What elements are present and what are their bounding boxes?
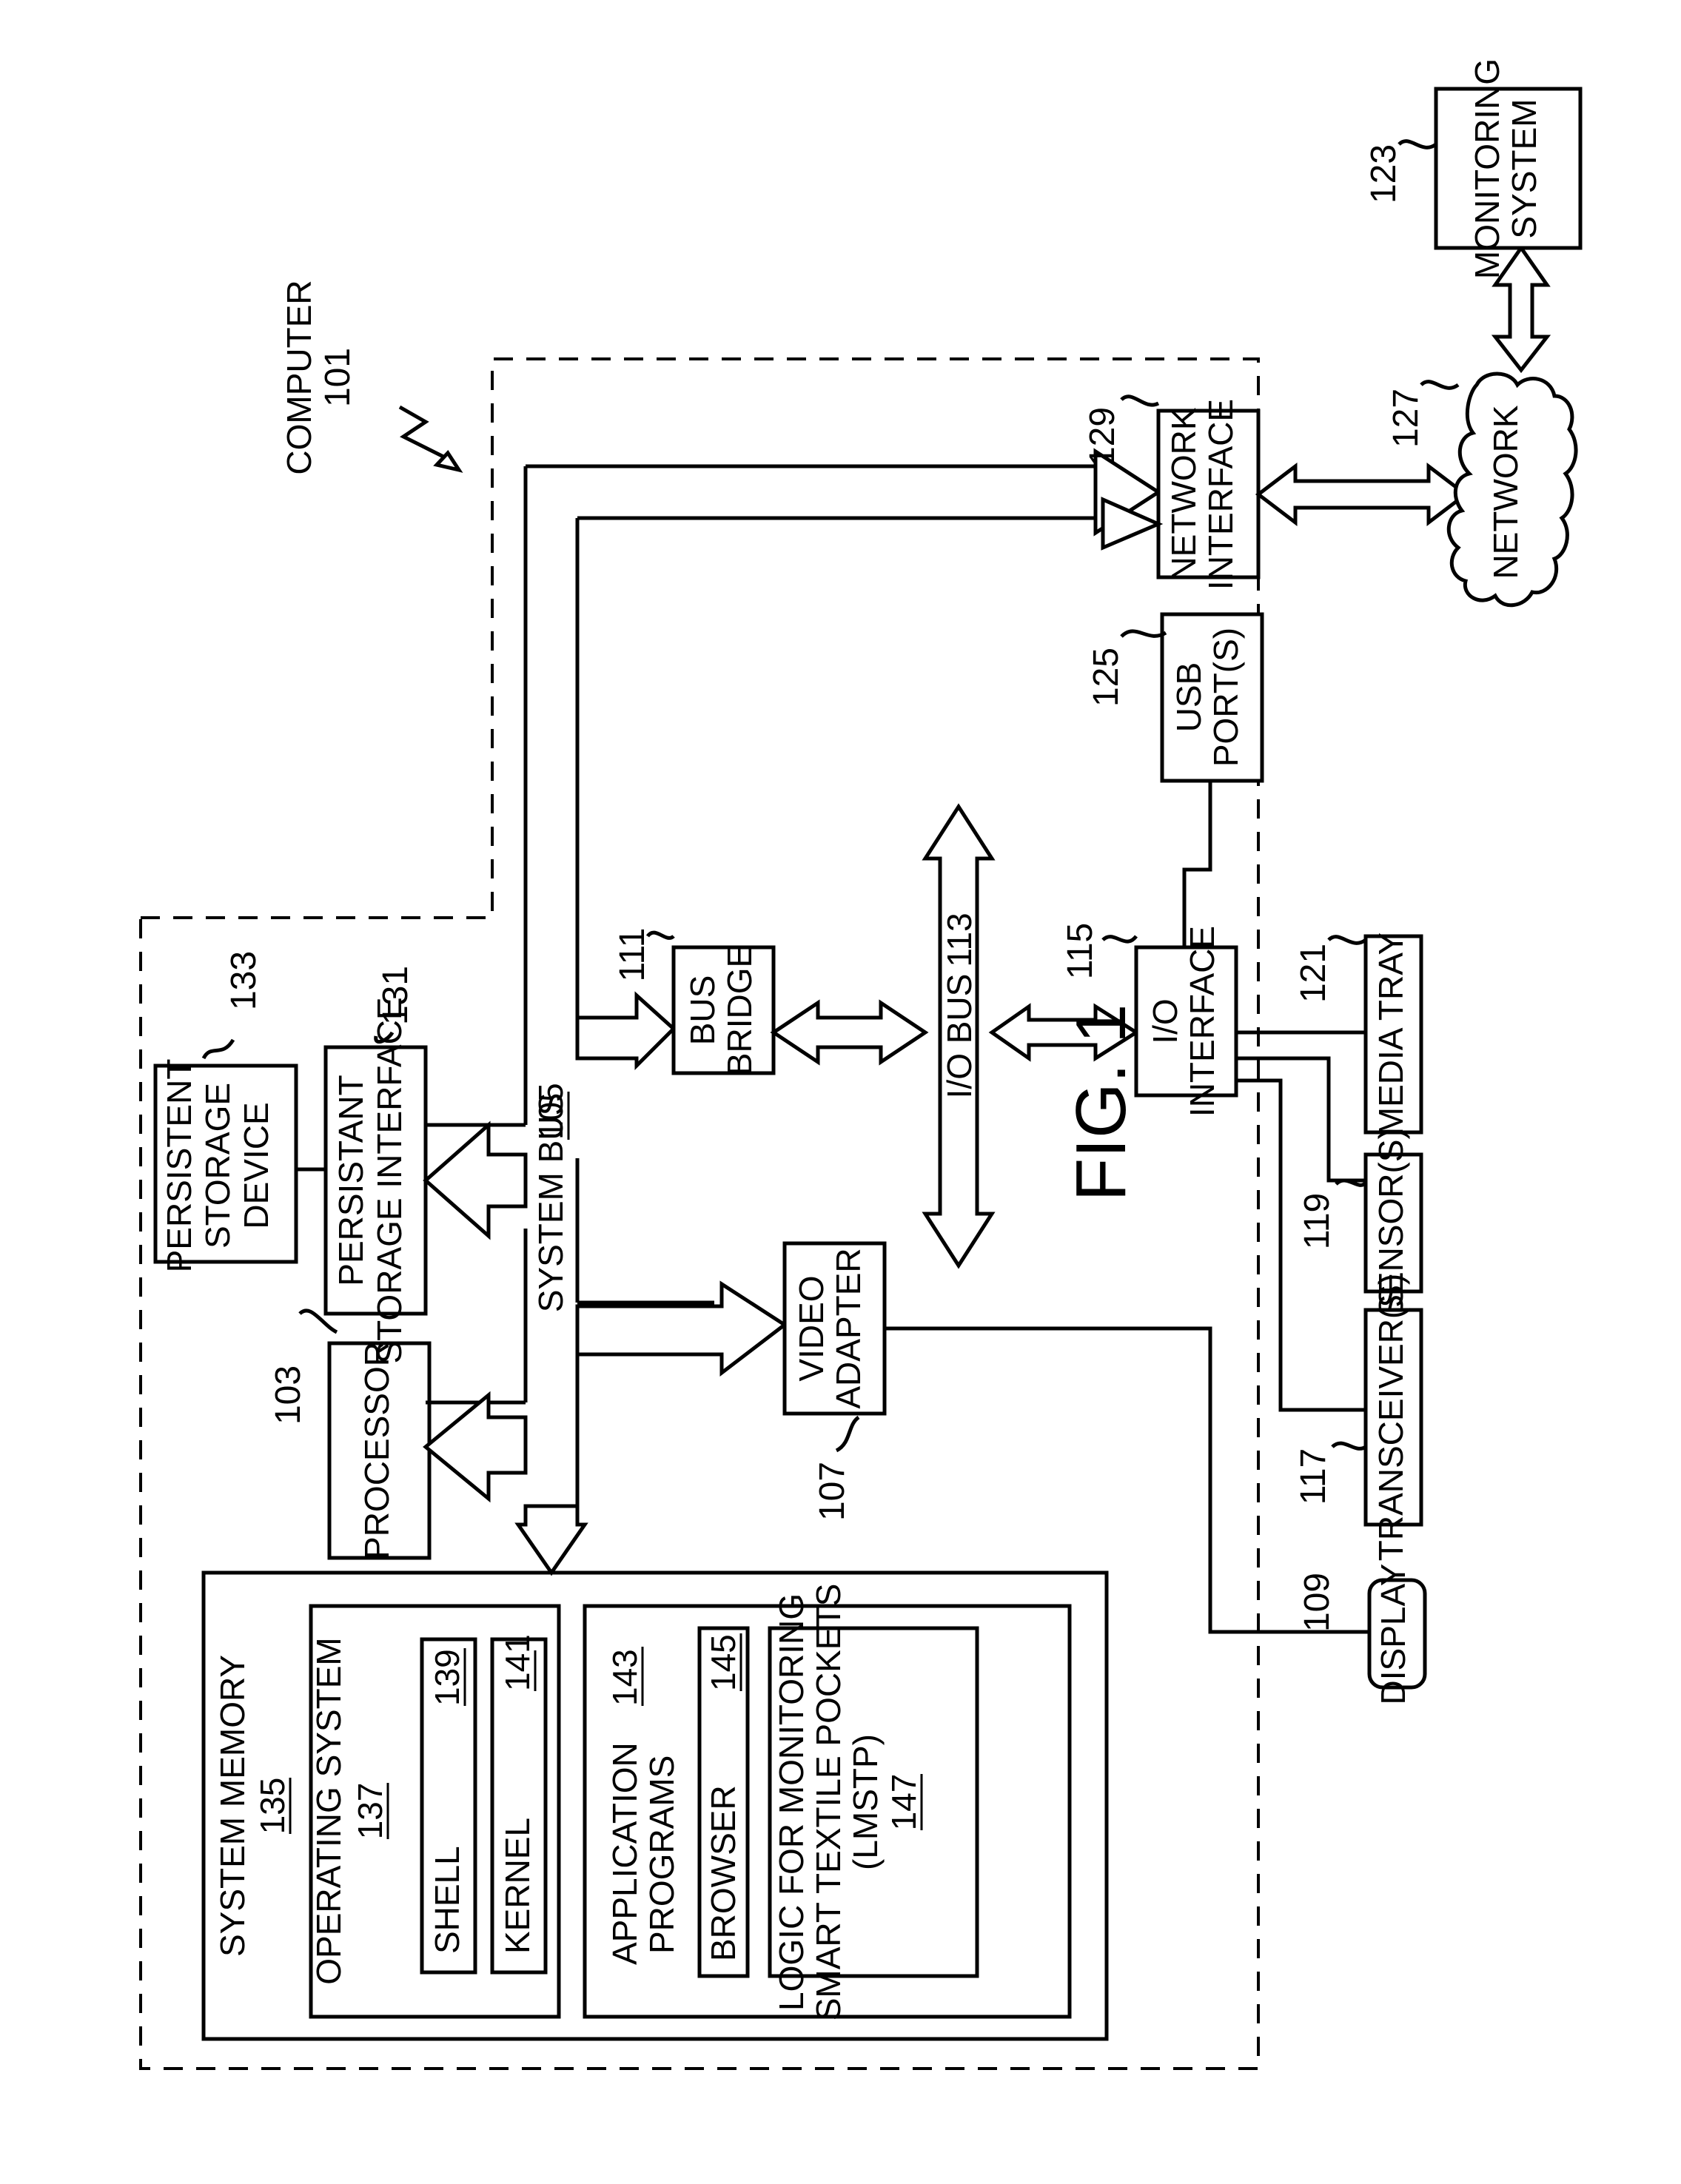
monitoring-line1: MONITORING (1468, 58, 1506, 279)
netif-network-double-arrow (1258, 466, 1466, 523)
video-adapter-line1: VIDEO (792, 1275, 831, 1381)
io-interface-line1: I/O (1146, 998, 1184, 1044)
kernel-ref: 141 (498, 1634, 537, 1691)
bridge-io-double-arrow (774, 1003, 925, 1062)
io-bus-ref: 113 (940, 913, 979, 967)
browser-ref: 145 (704, 1634, 742, 1691)
display-label: DISPLAY (1374, 1564, 1412, 1705)
lmstp-line2: SMART TEXTILE POCKETS (809, 1584, 848, 2021)
usb-line2: PORT(S) (1207, 628, 1245, 767)
display-ref: 109 (1298, 1573, 1337, 1632)
lmstp-line3: (LMSTP) (846, 1734, 885, 1870)
bus-bridge-line2: BRIDGE (720, 945, 759, 1075)
display-block: DISPLAY 109 (1298, 1564, 1425, 1705)
processor-ref: 103 (269, 1365, 308, 1425)
io-to-usb-line (1184, 781, 1210, 947)
shell-label: SHELL (428, 1846, 466, 1954)
application-programs-ref: 143 (605, 1649, 644, 1706)
figure-label: FIG. 1 (1061, 1004, 1141, 1202)
psi-ref: 131 (376, 966, 415, 1025)
psi-line2: STORAGE INTERFACE (370, 997, 409, 1363)
lmstp-line1: LOGIC FOR MONITORING (772, 1593, 811, 2011)
transceivers-label: TRANSCEIVER(S) (1372, 1274, 1410, 1561)
arrow-to-psi (426, 1125, 526, 1236)
system-memory-block: SYSTEM MEMORY 135 OPERATING SYSTEM 137 S… (204, 1573, 1107, 2039)
netif-ref: 129 (1083, 407, 1122, 466)
transceivers-ref: 117 (1294, 1448, 1333, 1505)
persistent-storage-device-block: PERSISTENT STORAGE DEVICE 133 (155, 951, 296, 1272)
psi-line1: PERSISTANT (332, 1075, 370, 1286)
psd-line1: PERSISTENT (160, 1059, 198, 1273)
usb-line1: USB (1170, 662, 1208, 733)
video-adapter-block: VIDEO ADAPTER 107 (785, 1243, 885, 1521)
monitoring-line2: SYSTEM (1505, 98, 1543, 238)
usb-ports-block: USB PORT(S) 125 (1087, 614, 1262, 781)
monitoring-ref: 123 (1364, 144, 1403, 204)
application-programs-block: APPLICATION PROGRAMS 143 BROWSER 145 LOG… (585, 1584, 1070, 2021)
video-adapter-ref: 107 (813, 1462, 852, 1521)
bus-bridge-line1: BUS (683, 975, 722, 1046)
system-bus-ref: 105 (531, 1083, 570, 1140)
io-to-sensors-line (1236, 1058, 1366, 1180)
application-programs-line1: APPLICATION (605, 1742, 644, 1965)
monitoring-system-block: MONITORING SYSTEM 123 (1364, 58, 1580, 279)
operating-system-block: OPERATING SYSTEM 137 SHELL 139 KERNEL 14… (309, 1606, 559, 2017)
io-interface-line2: INTERFACE (1183, 926, 1221, 1117)
media-tray-label: MEDIA TRAY (1372, 933, 1410, 1135)
media-tray-ref: 121 (1294, 944, 1333, 1003)
kernel-label: KERNEL (498, 1818, 537, 1954)
system-memory-label: SYSTEM MEMORY (213, 1655, 252, 1957)
transceivers-block: TRANSCEIVER(S) 117 (1294, 1274, 1421, 1561)
netif-line1: NETWORK (1164, 407, 1203, 581)
system-memory-ref: 135 (253, 1778, 292, 1835)
persistent-storage-interface-block: PERSISTANT STORAGE INTERFACE 131 (326, 966, 426, 1364)
computer-ref: 101 (318, 348, 358, 407)
psd-line2: STORAGE (198, 1083, 237, 1249)
application-programs-line2: PROGRAMS (642, 1755, 681, 1954)
network-ref: 127 (1386, 389, 1426, 448)
arrow-to-system-memory (518, 1506, 585, 1573)
netif-line2: INTERFACE (1201, 399, 1240, 590)
usb-ref: 125 (1087, 648, 1126, 707)
io-bus-label: I/O BUS (940, 974, 979, 1099)
arrow-to-processor (426, 1395, 526, 1499)
processor-label: PROCESSOR (358, 1342, 396, 1559)
psd-ref: 133 (224, 951, 264, 1010)
video-adapter-line2: ADAPTER (829, 1248, 868, 1408)
arrow-to-video-adapter (577, 1284, 785, 1373)
network-label: NETWORK (1486, 405, 1525, 579)
operating-system-label: OPERATING SYSTEM (309, 1637, 348, 1984)
browser-label: BROWSER (704, 1785, 742, 1961)
bus-bridge-ref: 111 (613, 928, 652, 982)
psd-line3: DEVICE (237, 1102, 275, 1229)
arrow-to-bus-bridge (577, 995, 674, 1066)
computer-label: COMPUTER (280, 280, 318, 474)
sensors-ref: 119 (1298, 1193, 1337, 1250)
shell-ref: 139 (428, 1649, 466, 1706)
operating-system-ref: 137 (351, 1783, 389, 1840)
lmstp-ref: 147 (885, 1774, 923, 1831)
computer-leader (400, 407, 448, 459)
io-interface-ref: 115 (1061, 923, 1100, 980)
